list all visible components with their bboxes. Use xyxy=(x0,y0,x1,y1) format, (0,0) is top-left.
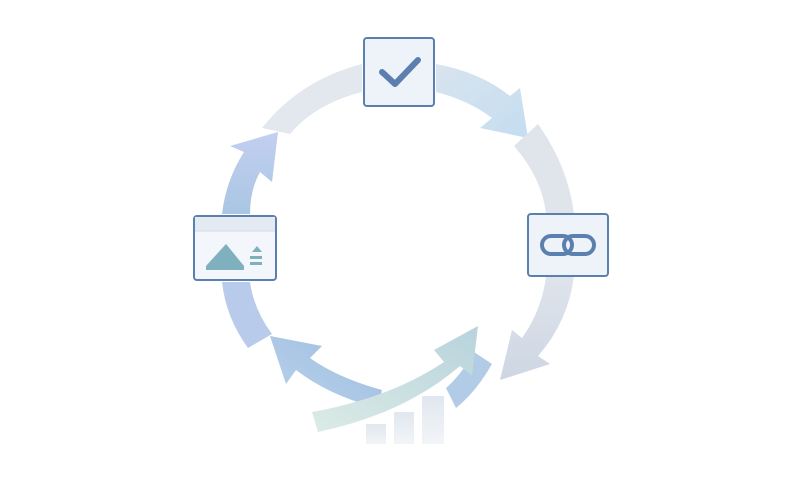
growth-arrow xyxy=(312,326,478,432)
link-icon xyxy=(540,234,596,256)
bar-2 xyxy=(394,412,414,444)
bar-3 xyxy=(422,396,444,444)
cycle-arrow-right-lower xyxy=(500,276,574,380)
bar-1 xyxy=(366,424,386,444)
cycle-arrow-bottom-right xyxy=(446,352,492,408)
check-icon xyxy=(379,57,421,87)
cycle-arrow-right-upper xyxy=(514,124,574,214)
node-image xyxy=(193,215,277,281)
node-check xyxy=(363,37,435,107)
cycle-arrow-top-left xyxy=(262,64,362,134)
growth-bars xyxy=(366,396,444,444)
cycle-arrow-left-lower xyxy=(222,282,272,348)
node-link xyxy=(527,213,609,277)
cycle-arrow-bottom-left xyxy=(270,336,382,408)
cycle-arrow-top-right xyxy=(436,64,528,138)
image-window-icon xyxy=(195,217,275,270)
cycle-arrow-left-upper xyxy=(222,132,278,214)
mountain-icon xyxy=(206,244,244,266)
